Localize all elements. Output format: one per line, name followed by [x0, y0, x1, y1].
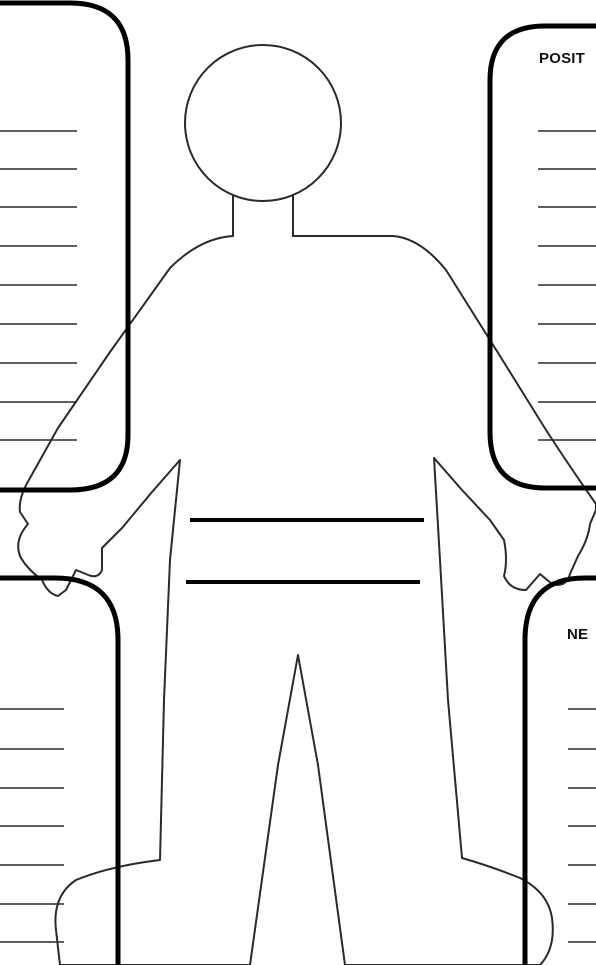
box-top-right: [490, 26, 596, 488]
box-bottom-left: [0, 578, 118, 965]
box-bottom-left-write-lines: [0, 709, 64, 942]
box-top-right-heading: POSIT: [539, 50, 585, 67]
figure-head: [185, 45, 341, 201]
name-lines: [186, 520, 424, 582]
box-bottom-right-write-lines: [568, 709, 596, 942]
box-top-left-write-lines: [0, 131, 77, 440]
person-outline-figure: [18, 45, 596, 965]
box-bottom-left-border: [0, 578, 118, 965]
box-top-left: [0, 3, 128, 490]
box-bottom-right-heading: NE: [567, 626, 588, 643]
box-top-right-write-lines: [538, 131, 596, 440]
box-top-right-border: [490, 26, 596, 488]
